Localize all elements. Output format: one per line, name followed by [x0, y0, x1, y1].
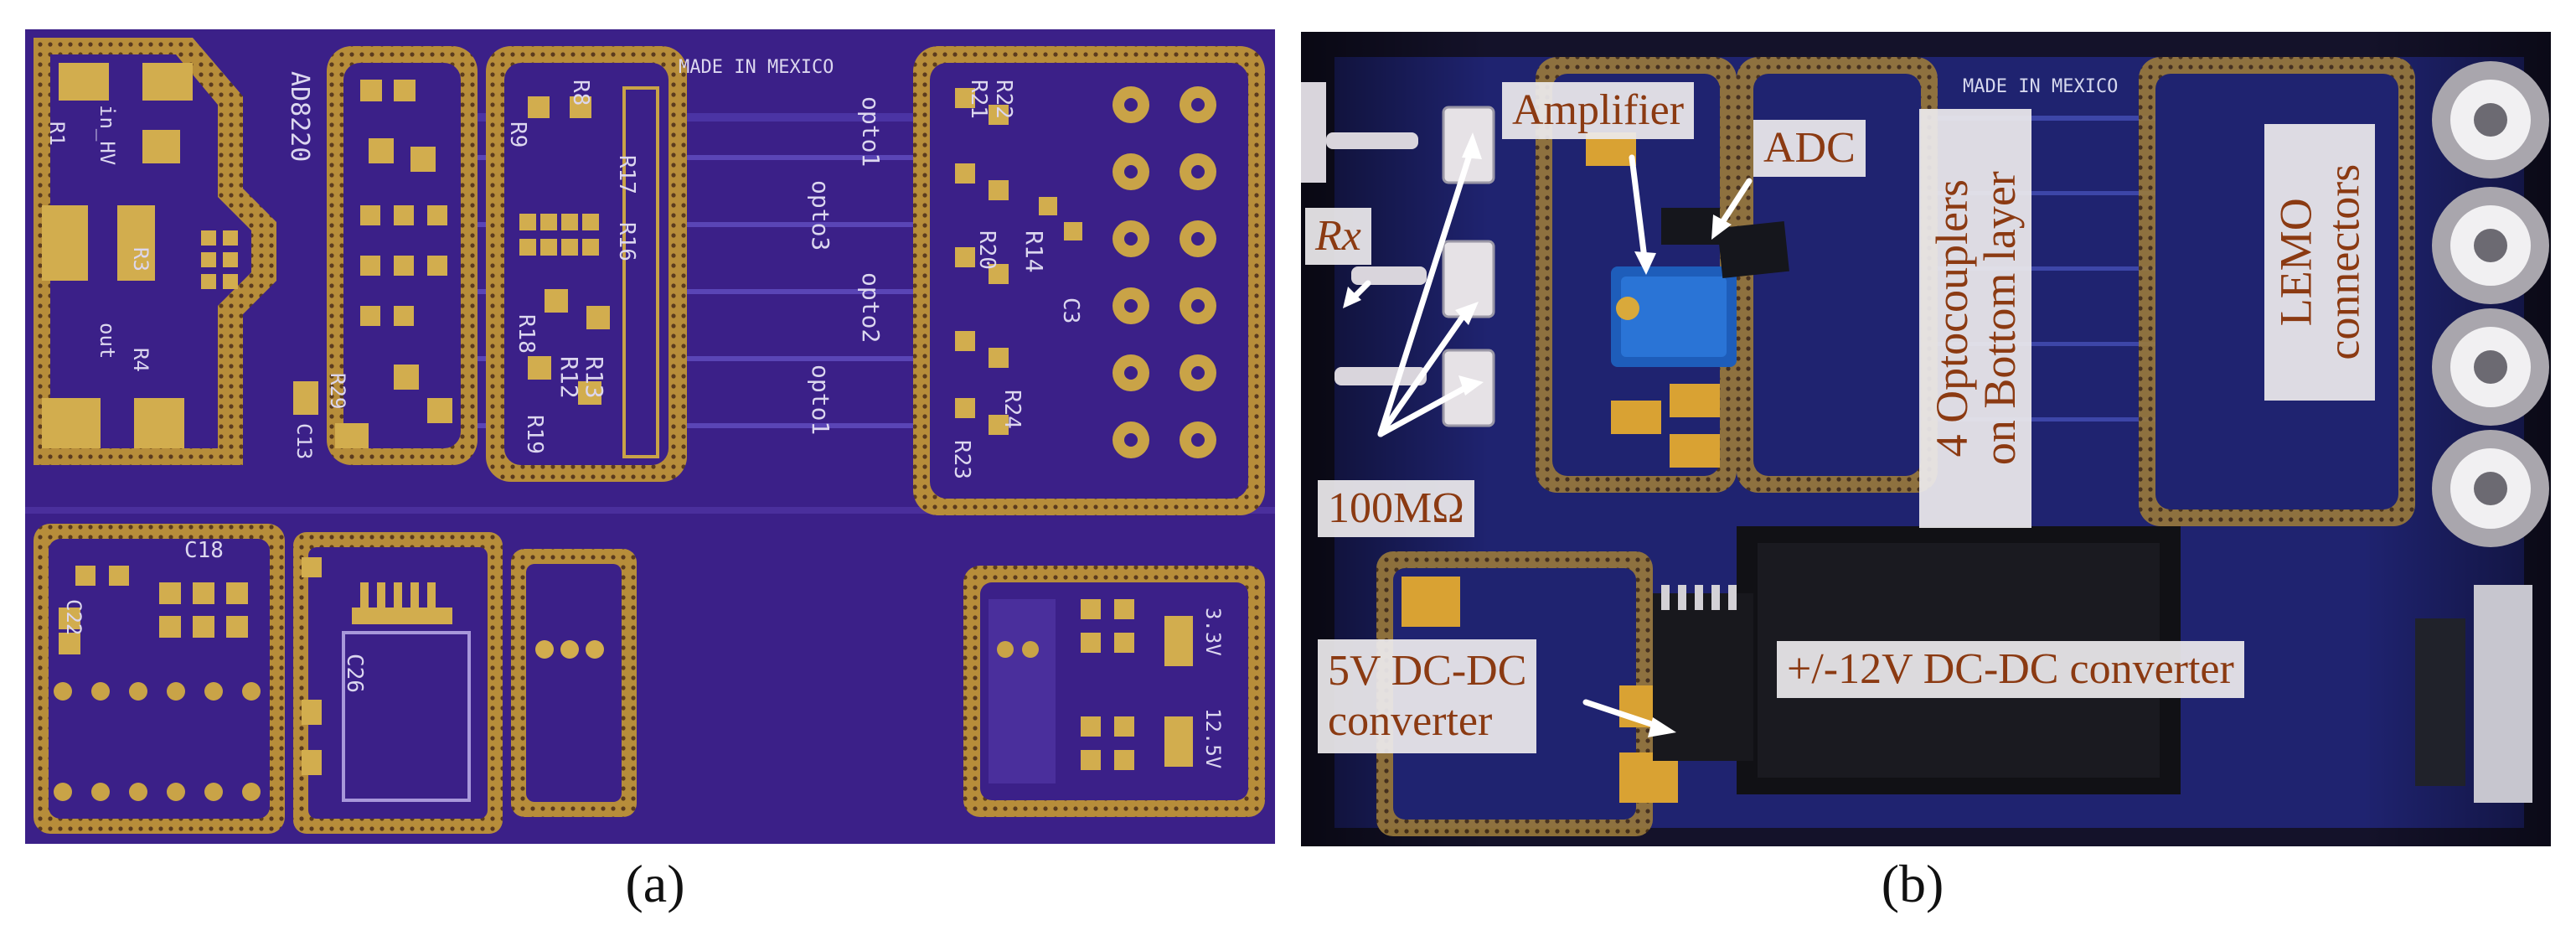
rx-label: Rx: [1305, 208, 1371, 265]
amplifier-arrow: [1629, 154, 1648, 261]
ref-r9: R9: [505, 122, 530, 147]
ref-3v3: 3.3V: [1201, 608, 1225, 656]
dcdc5-arrow: [1582, 699, 1665, 731]
resistor-value-label: 100MΩ: [1318, 480, 1474, 537]
ref-r1: R1: [45, 122, 69, 146]
caption-b: (b): [1881, 854, 1944, 913]
made-in-mexico-silkscreen: MADE IN MEXICO: [679, 57, 834, 78]
ref-r3: R3: [129, 247, 152, 271]
ref-c13: C13: [292, 423, 316, 459]
ref-c3: C3: [1058, 297, 1083, 323]
opto-label-4: opto1: [807, 365, 834, 435]
ref-c26: C26: [342, 654, 367, 693]
dcdc12-label: +/-12V DC-DC converter: [1777, 641, 2244, 698]
ref-r24: R24: [999, 390, 1025, 429]
assembled-pcb-photo: MADE IN MEXICO Rx Amplifier ADC 100MΩ 4 …: [1301, 32, 2551, 846]
ref-r29: R29: [326, 373, 349, 409]
ref-r20: R20: [974, 230, 999, 270]
dcdc5-label-line1: 5V DC-DC: [1328, 647, 1527, 695]
ref-r16: R16: [614, 222, 639, 261]
ref-r21: R21: [966, 80, 991, 119]
optocouplers-label-line2: on Bottom layer: [1974, 171, 2025, 466]
bare-pcb-drawing: MADE IN MEXICO AD8220 opto1 opto3 opto2 …: [25, 29, 1275, 844]
caption-a: (a): [625, 854, 685, 913]
adc-label: ADC: [1753, 120, 1866, 177]
opto-label-3: opto2: [857, 272, 885, 343]
dcdc5-label-line2: converter: [1328, 696, 1493, 745]
dcdc5-label: 5V DC-DC converter: [1318, 639, 1537, 753]
bare-pcb-photo: MADE IN MEXICO AD8220 opto1 opto3 opto2 …: [25, 29, 1275, 844]
ref-r4: R4: [129, 348, 152, 372]
opto-label-1: opto1: [857, 96, 885, 167]
ref-12v5: 12.5V: [1201, 708, 1225, 768]
ref-in-hv: in_HV: [96, 105, 119, 165]
resistor-arrow-3: [1377, 380, 1476, 437]
ref-out: out: [96, 323, 119, 359]
ref-c18: C18: [184, 538, 224, 563]
ref-r8: R8: [568, 80, 593, 106]
ref-r14: R14: [1020, 230, 1048, 273]
made-in-mexico-silkscreen-b: MADE IN MEXICO: [1963, 76, 2118, 97]
resistor-arrow-2: [1377, 305, 1472, 437]
opto-label-2: opto3: [807, 180, 834, 251]
optocouplers-label: 4 Optocouplers on Bottom layer: [1919, 109, 2031, 528]
resistor-arrow-1: [1377, 142, 1476, 437]
ref-r23: R23: [949, 440, 974, 479]
ad8220-silkscreen: AD8220: [285, 71, 314, 162]
amplifier-label: Amplifier: [1502, 82, 1695, 139]
ref-r18: R18: [514, 314, 539, 354]
ref-r17: R17: [614, 155, 639, 194]
ref-r13: R13: [581, 356, 608, 399]
lemo-label-line2: connectors: [2318, 164, 2368, 360]
ref-r12: R12: [555, 356, 583, 399]
ref-r22: R22: [991, 80, 1016, 119]
ref-r19: R19: [522, 415, 547, 454]
ref-c22: C22: [62, 599, 85, 635]
optocouplers-label-line1: 4 Optocouplers: [1926, 179, 1977, 458]
lemo-label-line1: LEMO: [2270, 198, 2321, 327]
lemo-connectors-label: LEMO connectors: [2264, 124, 2375, 401]
